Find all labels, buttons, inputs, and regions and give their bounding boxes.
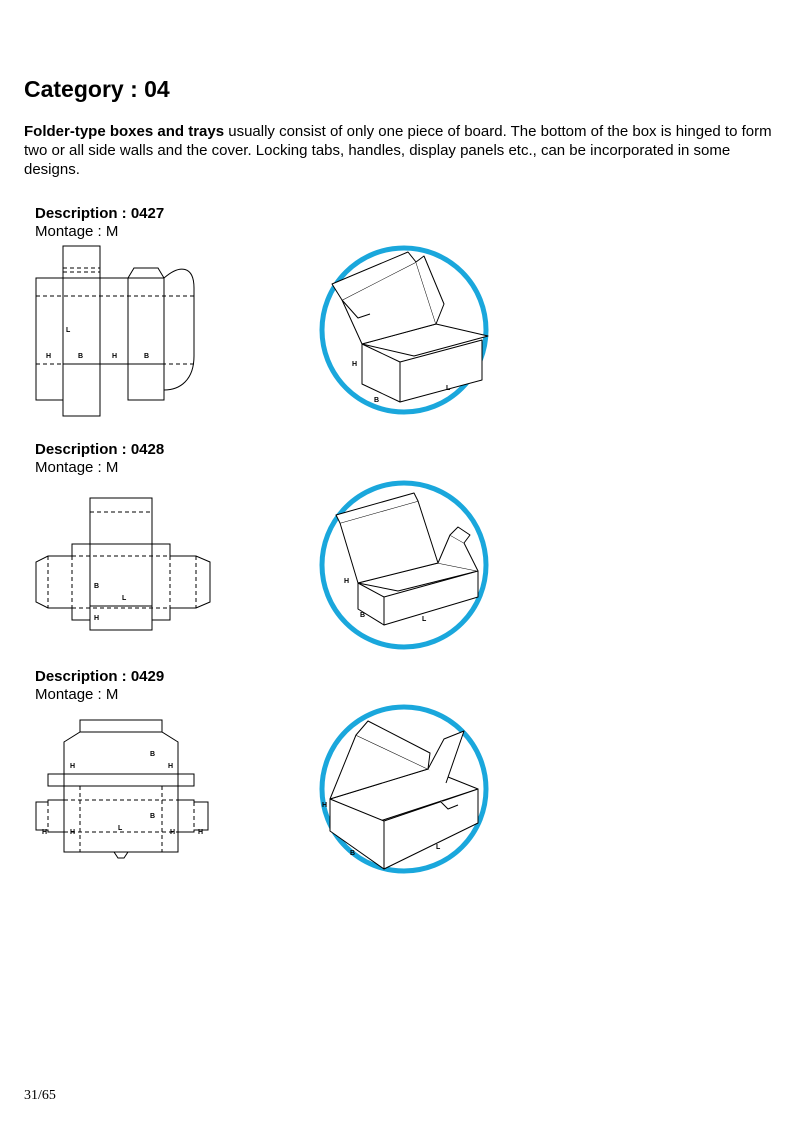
label-l: L [422, 616, 427, 623]
right-wing [177, 774, 209, 833]
bottom-flap [62, 364, 101, 417]
label-b: B [150, 751, 155, 758]
bottom-edge [64, 851, 178, 859]
box-illustration-0427: H B L [319, 245, 489, 415]
label-b: B [374, 397, 379, 404]
panel-h [99, 277, 129, 365]
label-b: B [350, 850, 355, 857]
description-0427: Description : 0427 Montage : M [35, 205, 164, 241]
label-l: L [436, 844, 441, 851]
base-panel [89, 543, 153, 607]
montage-label: Montage : M [35, 223, 119, 240]
label-h4: H [70, 829, 75, 836]
die-cut-0429: B H H B L H H H H [35, 719, 209, 859]
label-h: H [322, 802, 327, 809]
description-heading: Description : 0429 [35, 668, 165, 685]
description-heading: Description : 0428 [35, 441, 165, 458]
montage-label: Montage : M [35, 686, 119, 703]
circle-frame [319, 480, 489, 650]
description-0428: Description : 0428 Montage : M [35, 441, 164, 477]
label-b: B [360, 612, 365, 619]
label-h5: H [170, 829, 175, 836]
label-l: L [118, 825, 123, 832]
label-l: L [122, 595, 127, 602]
intro-paragraph: Folder-type boxes and trays usually cons… [24, 122, 784, 179]
bottom-dust-flap [127, 364, 165, 401]
label-h: H [352, 361, 357, 368]
label-l: L [446, 385, 451, 392]
top-flap [62, 245, 101, 278]
box-illustration-0429: H B L [319, 704, 489, 874]
label-h: H [94, 615, 99, 622]
right-small-flap [178, 773, 195, 787]
label-b2: B [144, 353, 149, 360]
label-h: H [70, 763, 75, 770]
label-h: H [344, 578, 349, 585]
left-wing [35, 543, 90, 621]
page-title: Category : 04 [24, 76, 170, 102]
left-small-flap [47, 773, 64, 787]
circle-frame [319, 245, 489, 415]
label-l: L [66, 327, 71, 334]
label-h6: H [198, 829, 203, 836]
panel-b2 [127, 277, 165, 365]
left-flap [35, 277, 63, 401]
intro-text: usually consist of only one piece of boa… [24, 123, 772, 178]
page-number: 31/65 [24, 1088, 56, 1103]
circle-frame [319, 704, 489, 874]
label-h3: H [42, 829, 47, 836]
right-wing [152, 543, 211, 621]
left-wing [35, 774, 65, 833]
die-cut-0427: H B H B L [35, 245, 195, 417]
top-dust-flap [127, 267, 165, 279]
box-illustration-0428: H B L [319, 480, 489, 650]
lid-panel [63, 731, 179, 775]
montage-label: Montage : M [35, 459, 119, 476]
intro-bold: Folder-type boxes and trays [24, 123, 225, 140]
description-heading: Description : 0427 [35, 205, 165, 222]
label-b2: B [150, 813, 155, 820]
top-flap [89, 497, 153, 544]
right-tuck [163, 268, 195, 391]
top-lip [79, 719, 163, 732]
bottom-flap [89, 606, 153, 631]
label-b: B [78, 353, 83, 360]
label-h: H [46, 353, 51, 360]
base-panel [63, 785, 179, 853]
label-b: B [94, 583, 99, 590]
label-h2: H [168, 763, 173, 770]
description-0429: Description : 0429 Montage : M [35, 668, 164, 704]
panel-b [62, 277, 101, 365]
die-cut-0428: B L H [35, 497, 211, 631]
label-h2: H [112, 353, 117, 360]
